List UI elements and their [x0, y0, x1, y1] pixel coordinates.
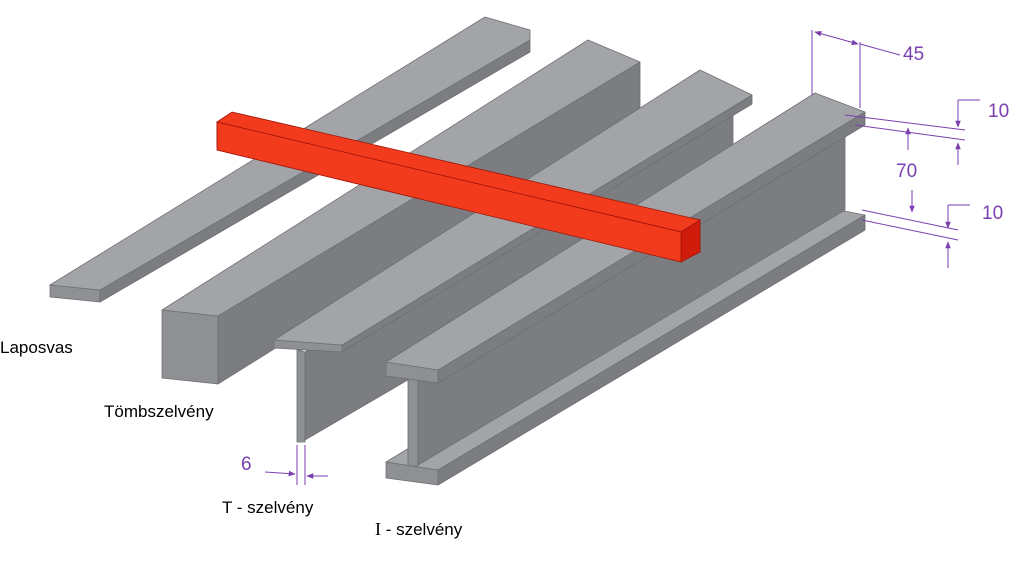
t-section-label: T - szelvény [222, 498, 314, 517]
web-thickness-dimension: 6 [241, 454, 252, 475]
flat-bar-label: Laposvas [0, 338, 73, 357]
dimension-lines [264, 30, 980, 485]
i-section-letter: I [375, 519, 381, 539]
web-height-dimension: 70 [896, 161, 918, 182]
red-crossbar [216, 111, 702, 263]
top-flange-thickness-dimension: 10 [988, 101, 1010, 122]
i-section-text: - szelvény [381, 520, 463, 539]
i-section-label: I - szelvény [375, 519, 462, 540]
flange-width-dimension: 45 [903, 44, 925, 65]
block-section-label: Tömbszelvény [104, 402, 214, 421]
bottom-flange-thickness-dimension: 10 [982, 203, 1004, 224]
